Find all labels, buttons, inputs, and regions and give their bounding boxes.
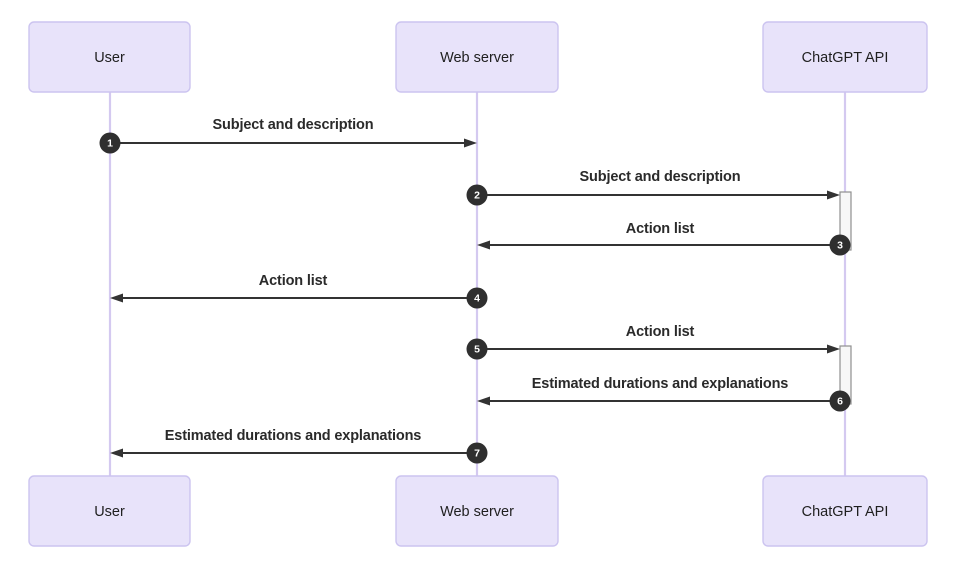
participant-box-web-server-bottom[interactable] xyxy=(395,475,559,547)
message-2 xyxy=(477,190,840,200)
participant-box-user-top[interactable] xyxy=(28,21,191,93)
message-arrowhead-6 xyxy=(477,396,490,406)
participant-label-web-server-bottom: Web server xyxy=(440,504,514,520)
sequence-marker-circle-6 xyxy=(829,390,851,412)
sequence-marker-number-1: 1 xyxy=(107,138,113,150)
participant-label-user-bottom: User xyxy=(94,504,125,520)
participant-web-server-top[interactable]: Web server xyxy=(395,21,559,93)
sequence-marker-number-5: 5 xyxy=(474,344,480,356)
sequence-marker-1: 1 xyxy=(99,132,121,154)
sequence-marker-number-4: 4 xyxy=(474,293,480,305)
participant-label-web-server-top: Web server xyxy=(440,50,514,66)
message-5 xyxy=(477,344,840,354)
sequence-marker-number-2: 2 xyxy=(474,190,480,202)
sequence-marker-number-3: 3 xyxy=(837,240,843,252)
message-label-7: Estimated durations and explanations xyxy=(165,428,422,444)
message-6 xyxy=(477,396,840,406)
sequence-marker-circle-5 xyxy=(466,338,488,360)
message-label-1: Subject and description xyxy=(213,117,374,133)
sequence-marker-6: 6 xyxy=(829,390,851,412)
message-label-6: Estimated durations and explanations xyxy=(532,376,789,392)
sequence-marker-5: 5 xyxy=(466,338,488,360)
sequence-marker-number-7: 7 xyxy=(474,448,480,460)
sequence-markers-layer: 1 2 3 4 5 6 7 xyxy=(99,132,851,464)
sequence-marker-circle-2 xyxy=(466,184,488,206)
participant-box-web-server-top[interactable] xyxy=(395,21,559,93)
message-3 xyxy=(477,240,840,250)
message-arrowhead-1 xyxy=(464,138,477,148)
sequence-marker-circle-3 xyxy=(829,234,851,256)
message-1 xyxy=(110,138,477,148)
message-label-3: Action list xyxy=(626,221,695,237)
participant-user-top[interactable]: User xyxy=(28,21,191,93)
participant-label-chatgpt-api-top: ChatGPT API xyxy=(802,50,889,66)
participant-chatgpt-api-bottom[interactable]: ChatGPT API xyxy=(762,475,928,547)
sequence-marker-7: 7 xyxy=(466,442,488,464)
message-arrowhead-7 xyxy=(110,448,123,458)
participant-box-chatgpt-api-top[interactable] xyxy=(762,21,928,93)
message-arrowhead-2 xyxy=(827,190,840,200)
sequence-marker-2: 2 xyxy=(466,184,488,206)
message-label-4: Action list xyxy=(259,273,328,289)
participant-box-user-bottom[interactable] xyxy=(28,475,191,547)
lifelines-layer xyxy=(108,92,847,476)
message-arrowhead-3 xyxy=(477,240,490,250)
participant-web-server-bottom[interactable]: Web server xyxy=(395,475,559,547)
message-label-2: Subject and description xyxy=(580,169,741,185)
participant-label-user-top: User xyxy=(94,50,125,66)
sequence-marker-3: 3 xyxy=(829,234,851,256)
participant-box-chatgpt-api-bottom[interactable] xyxy=(762,475,928,547)
message-label-5: Action list xyxy=(626,324,695,340)
sequence-marker-circle-7 xyxy=(466,442,488,464)
message-arrowhead-5 xyxy=(827,344,840,354)
participant-chatgpt-api-top[interactable]: ChatGPT API xyxy=(762,21,928,93)
participant-label-chatgpt-api-bottom: ChatGPT API xyxy=(802,504,889,520)
sequence-marker-circle-4 xyxy=(466,287,488,309)
participant-user-bottom[interactable]: User xyxy=(28,475,191,547)
message-4 xyxy=(110,293,477,303)
sequence-marker-number-6: 6 xyxy=(837,396,843,408)
sequence-marker-4: 4 xyxy=(466,287,488,309)
message-7 xyxy=(110,448,477,458)
message-arrowhead-4 xyxy=(110,293,123,303)
sequence-marker-circle-1 xyxy=(99,132,121,154)
